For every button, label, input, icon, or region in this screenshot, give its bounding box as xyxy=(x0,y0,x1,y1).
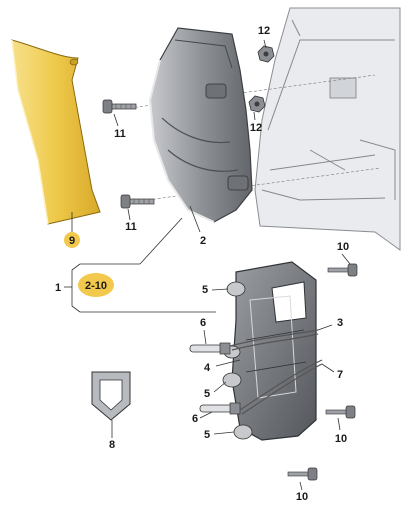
callout-5-middle: 5 xyxy=(204,388,210,400)
callout-5-bottom: 5 xyxy=(204,429,210,441)
callout-12-upper: 12 xyxy=(258,25,270,37)
screw-10-bottom xyxy=(287,467,318,481)
bulb-6-lower xyxy=(199,402,241,415)
screw-10-middle xyxy=(325,405,356,419)
nut-12-upper xyxy=(257,45,275,63)
callout-5-top: 5 xyxy=(202,284,208,296)
callout-1: 1 xyxy=(55,282,61,294)
callout-highlight-2-10 xyxy=(78,273,114,297)
callout-3: 3 xyxy=(337,317,343,329)
bulb-holder xyxy=(231,261,317,441)
callout-6-upper: 6 xyxy=(200,317,206,329)
tail-lamp-housing xyxy=(148,27,253,223)
leader-lines xyxy=(64,39,351,491)
trim-panel xyxy=(11,39,101,225)
callout-8: 8 xyxy=(109,439,115,451)
callout-10-bottom: 10 xyxy=(296,491,308,503)
callout-12-lower: 12 xyxy=(250,122,262,134)
bulb-6-upper xyxy=(189,342,231,355)
nut-12-lower xyxy=(248,95,266,113)
bulb-5-bottom xyxy=(233,424,253,440)
gasket xyxy=(91,371,131,421)
callout-11-upper: 11 xyxy=(114,128,126,140)
callout-2: 2 xyxy=(200,235,206,247)
callout-4: 4 xyxy=(204,362,211,374)
callout-6-lower: 6 xyxy=(192,413,198,425)
bulb-5-top xyxy=(226,281,246,297)
callout-highlight-9 xyxy=(64,232,80,248)
callout-10-middle: 10 xyxy=(335,433,347,445)
wire-harness xyxy=(229,329,323,415)
car-body-rear-quarter xyxy=(254,7,401,251)
callout-2-10: 2-10 xyxy=(85,280,107,292)
callout-7: 7 xyxy=(337,369,343,381)
callout-9: 9 xyxy=(69,235,75,247)
screw-11-upper xyxy=(102,99,137,114)
screw-11-lower xyxy=(120,194,155,209)
screw-10-top xyxy=(327,263,358,277)
callout-10-top: 10 xyxy=(337,241,349,253)
callout-11-lower: 11 xyxy=(125,221,137,233)
